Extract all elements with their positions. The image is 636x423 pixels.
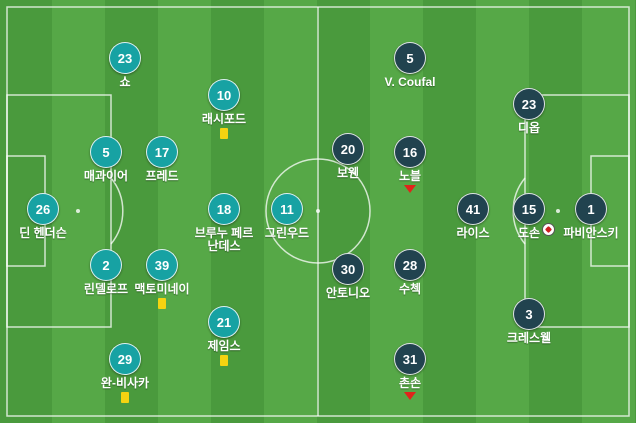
player-name: 도손 bbox=[517, 226, 541, 240]
player-number: 39 bbox=[146, 249, 178, 281]
center-circle bbox=[265, 158, 371, 264]
player-marker[interactable]: 23 쇼 bbox=[80, 42, 170, 102]
substitution-off-icon bbox=[404, 185, 416, 193]
center-spot bbox=[316, 209, 320, 213]
player-marker[interactable]: 2 린델로프 bbox=[61, 249, 151, 309]
player-marker[interactable]: 10 래시포드 bbox=[179, 79, 269, 139]
player-name: 그린우드 bbox=[264, 226, 310, 240]
player-name: 프레드 bbox=[145, 169, 179, 183]
player-marker[interactable]: 39 맥토미네이 bbox=[117, 249, 207, 309]
player-marker[interactable]: 18 브루누 페르난데스 bbox=[179, 193, 269, 253]
player-name: 수첵 bbox=[398, 282, 422, 296]
player-name: 딘 헨더슨 bbox=[19, 226, 67, 240]
player-name: 브루누 페르난데스 bbox=[194, 226, 254, 253]
goal-ball-icon bbox=[542, 223, 555, 236]
player-marker[interactable]: 3 크레스웰 bbox=[484, 298, 574, 358]
player-number: 1 bbox=[575, 193, 607, 225]
player-name: 디옵 bbox=[517, 121, 541, 135]
yellow-card-icon bbox=[220, 128, 228, 139]
player-name: 파비안스키 bbox=[563, 226, 619, 240]
player-name: 쇼 bbox=[119, 75, 131, 89]
player-number: 26 bbox=[27, 193, 59, 225]
pitch-stripe bbox=[158, 0, 211, 423]
player-marker[interactable]: 1 파비안스키 bbox=[546, 193, 636, 253]
left-penalty-spot bbox=[76, 209, 80, 213]
player-name: 맥토미네이 bbox=[134, 282, 190, 296]
player-name: 매과이어 bbox=[83, 169, 129, 183]
player-name: 완-비사카 bbox=[100, 376, 150, 390]
player-number: 2 bbox=[90, 249, 122, 281]
yellow-card-icon bbox=[158, 298, 166, 309]
player-marker[interactable]: 29 완-비사카 bbox=[80, 343, 170, 403]
right-penalty-spot bbox=[556, 209, 560, 213]
player-number: 29 bbox=[109, 343, 141, 375]
player-number: 21 bbox=[208, 306, 240, 338]
yellow-card-icon bbox=[220, 355, 228, 366]
player-number: 5 bbox=[90, 136, 122, 168]
player-marker[interactable]: 30 안토니오 bbox=[303, 253, 393, 313]
player-marker[interactable]: 41 라이스 bbox=[428, 193, 518, 253]
player-name: 촌손 bbox=[398, 376, 422, 390]
yellow-card-icon bbox=[121, 392, 129, 403]
player-number: 23 bbox=[513, 88, 545, 120]
player-marker[interactable]: 26 딘 헨더슨 bbox=[0, 193, 88, 253]
player-name: 제임스 bbox=[207, 339, 241, 353]
player-number: 16 bbox=[394, 136, 426, 168]
player-marker[interactable]: 28 수첵 bbox=[365, 249, 455, 309]
substitution-off-icon bbox=[404, 392, 416, 400]
player-number: 18 bbox=[208, 193, 240, 225]
player-name: V. Coufal bbox=[384, 75, 436, 89]
player-number: 41 bbox=[457, 193, 489, 225]
player-number: 10 bbox=[208, 79, 240, 111]
player-name: 라이스 bbox=[456, 226, 490, 240]
player-marker[interactable]: 15 도손 bbox=[484, 193, 574, 253]
player-number: 5 bbox=[394, 42, 426, 74]
player-number: 31 bbox=[394, 343, 426, 375]
player-name: 보웬 bbox=[336, 166, 360, 180]
player-number: 20 bbox=[332, 133, 364, 165]
player-number: 3 bbox=[513, 298, 545, 330]
player-marker[interactable]: 31 촌손 bbox=[365, 343, 455, 403]
player-number: 30 bbox=[332, 253, 364, 285]
player-name: 린델로프 bbox=[83, 282, 129, 296]
player-number: 17 bbox=[146, 136, 178, 168]
player-marker[interactable]: 21 제임스 bbox=[179, 306, 269, 366]
player-number: 23 bbox=[109, 42, 141, 74]
player-marker[interactable]: 5 V. Coufal bbox=[365, 42, 455, 102]
player-name: 크레스웰 bbox=[506, 331, 552, 345]
player-name: 안토니오 bbox=[325, 286, 371, 300]
player-number: 11 bbox=[271, 193, 303, 225]
player-number: 28 bbox=[394, 249, 426, 281]
player-name: 래시포드 bbox=[201, 112, 247, 126]
player-marker[interactable]: 23 디옵 bbox=[484, 88, 574, 148]
player-marker[interactable]: 20 보웬 bbox=[303, 133, 393, 193]
left-penalty-arc bbox=[110, 177, 124, 245]
player-number: 15 bbox=[513, 193, 545, 225]
player-marker[interactable]: 16 노블 bbox=[365, 136, 455, 196]
player-marker[interactable]: 17 프레드 bbox=[117, 136, 207, 196]
player-marker[interactable]: 11 그린우드 bbox=[242, 193, 332, 253]
player-name: 노블 bbox=[398, 169, 422, 183]
player-marker[interactable]: 5 매과이어 bbox=[61, 136, 151, 196]
